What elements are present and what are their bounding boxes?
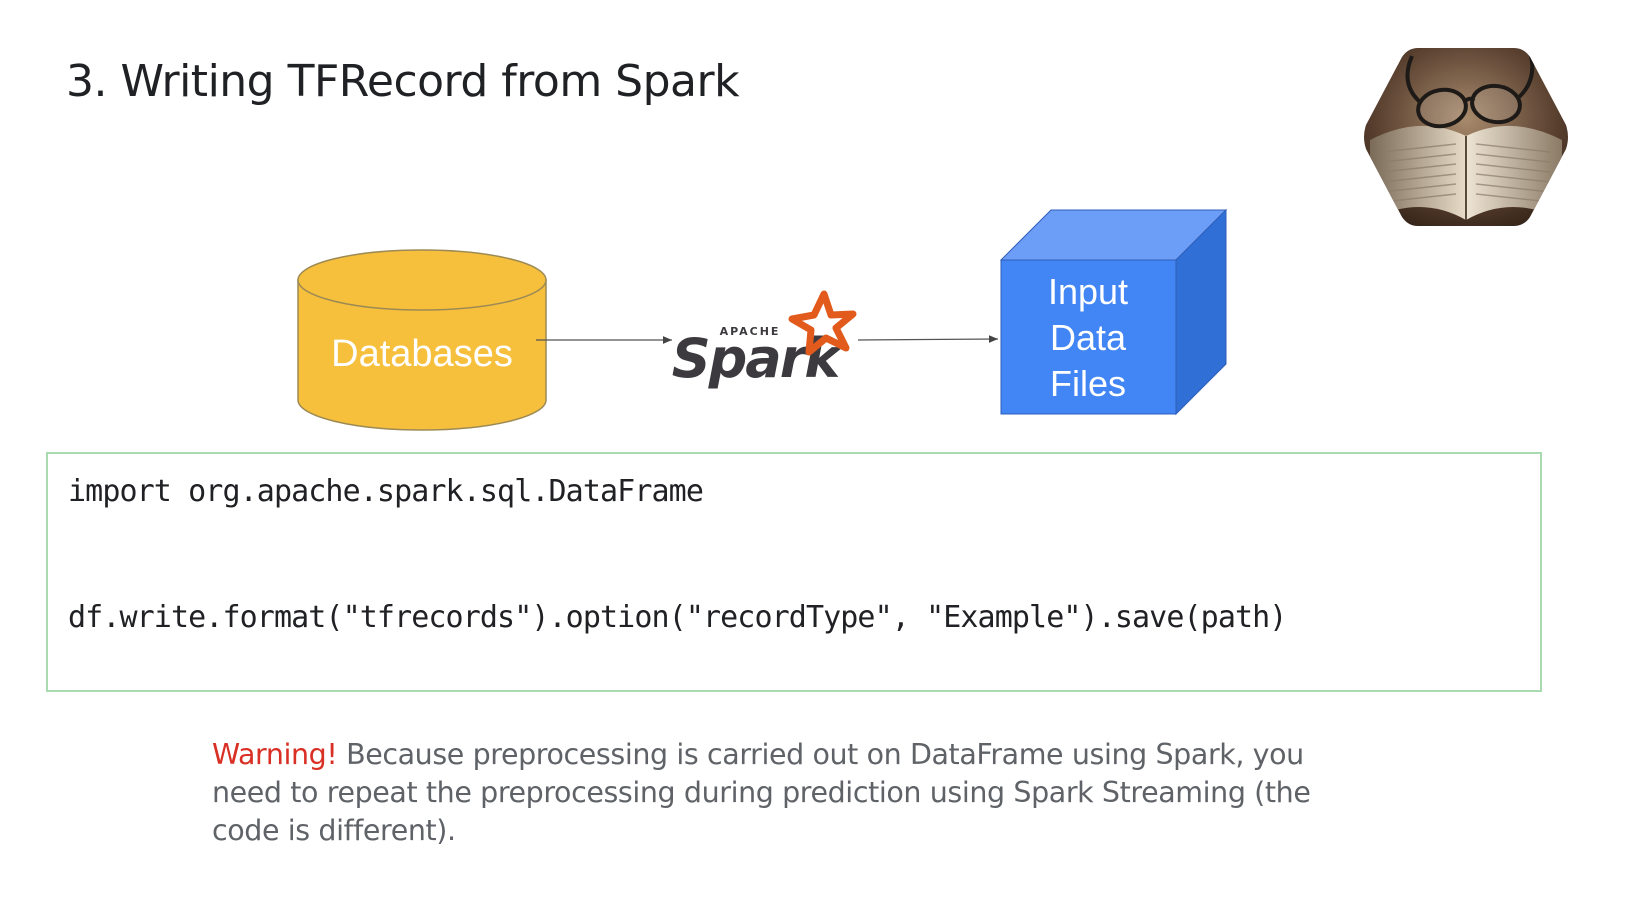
flow-arrow-2 <box>857 335 999 343</box>
warning-note: Warning! Because preprocessing is carrie… <box>212 736 1372 850</box>
cube-label-line-3: Files <box>1050 363 1126 404</box>
spark-star-icon <box>788 290 857 356</box>
cube-icon: Input Data Files <box>999 208 1228 416</box>
code-block: import org.apache.spark.sql.DataFrame df… <box>46 452 1542 692</box>
database-label: Databases <box>331 333 513 375</box>
warning-label: Warning! <box>212 738 338 771</box>
code-line-write: df.write.format("tfrecords").option("rec… <box>68 600 1287 635</box>
spark-logo-apache: APACHE <box>720 325 781 338</box>
hexagon-book-glasses-photo <box>1364 48 1568 226</box>
cube-label-line-2: Data <box>1050 317 1127 358</box>
cube-label-line-1: Input <box>1048 271 1128 312</box>
code-line-import: import org.apache.spark.sql.DataFrame <box>68 474 704 509</box>
slide-title: 3. Writing TFRecord from Spark <box>66 56 740 107</box>
warning-text: Because preprocessing is carried out on … <box>212 738 1311 847</box>
database-cylinder-icon: Databases <box>297 249 547 431</box>
spark-logo: APACHE Spark <box>672 290 857 390</box>
spark-logo-wordmark: Spark <box>672 327 844 390</box>
